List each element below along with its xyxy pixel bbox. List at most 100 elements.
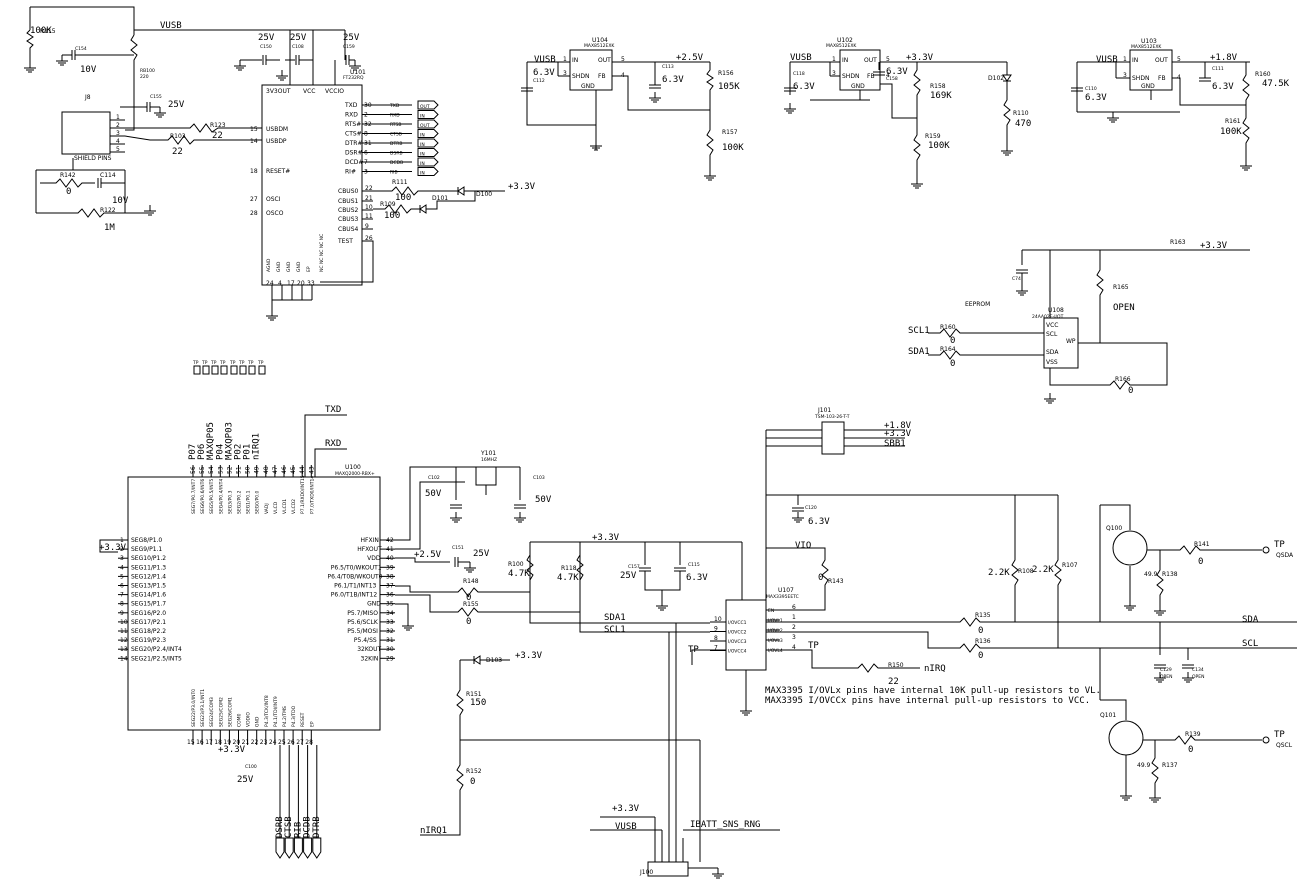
svg-text:FB: FB [598, 73, 606, 80]
u101-port-flag-label: IN [420, 142, 425, 148]
u100-pin-number: 35 [386, 601, 394, 608]
c112-value: 6.3V [533, 68, 555, 78]
u100-bottom-net: CTSB [284, 816, 294, 838]
svg-text:GND: GND [276, 261, 282, 272]
r148-ref: R148 [463, 578, 479, 585]
u100-pin-name: P5.5/MOSI [347, 628, 378, 635]
svg-text:2: 2 [116, 122, 120, 129]
u100-pin-number: 11 [120, 628, 128, 635]
u107-pin-number: 9 [714, 626, 718, 633]
u100-net-label: P02 [234, 444, 244, 460]
r164-ref: R164 [940, 346, 956, 353]
net-v33-j101: +3.3V [884, 429, 912, 439]
u100-pin-name: VDDIO [246, 712, 252, 727]
u100-net-label: P01 [243, 444, 253, 460]
test-point-label: TP [219, 360, 226, 366]
u100-pin-name: HFXOUT [357, 546, 382, 553]
u101-pin-number: 7 [364, 159, 368, 166]
u107-pin-number: 8 [714, 635, 718, 642]
svg-text:NC NC NC NC NC: NC NC NC NC NC [319, 234, 325, 272]
r123-value: 22 [212, 131, 223, 141]
usb-section: 12 345 3V3OUT VCC VCCI [23, 6, 374, 321]
r110-ref: R110 [1013, 110, 1029, 117]
c108-ref: C108 [292, 44, 304, 50]
r160-value: 47.5K [1262, 79, 1290, 89]
u100-pin-name: GND [255, 716, 261, 727]
u101-port-flag-label: OUT [420, 104, 430, 110]
u101-net-label: DCDB [390, 160, 403, 166]
r109-ref: R109 [380, 201, 396, 208]
svg-text:VCC: VCC [1046, 322, 1058, 329]
svg-text:27: 27 [250, 196, 258, 203]
u100-pin-name: SEG6/P0.6/INT6 [200, 479, 206, 514]
svg-text:VCCIO: VCCIO [325, 88, 344, 95]
u100-pin-number: 47 [272, 466, 279, 474]
net-txd: TXD [325, 405, 341, 415]
j8-ref: J8 [84, 94, 91, 101]
c74-ref: C74 [1012, 276, 1021, 282]
net-ibatt: IBATT_SNS_RNG [690, 820, 760, 830]
net-v33-eeprom: +3.3V [1200, 241, 1228, 251]
svg-text:FB: FB [867, 73, 875, 80]
u100-pin-name: SEG7/P0.7/INT7 [191, 479, 197, 514]
u107-pin-name: I/OVL3 [768, 638, 783, 644]
u100-pin-number: 44 [299, 466, 306, 474]
r138-value: 49.9 [1144, 571, 1158, 578]
u101-port-flag [417, 129, 439, 138]
u101-cbus-number: 21 [365, 195, 373, 202]
u101-port-flag [417, 110, 439, 119]
u100-right-pins: 42HFXIN41HFXOUT40VDD39P6.5/T0/WKOUT138P6… [328, 537, 395, 662]
r166-value: 0 [1128, 386, 1133, 396]
u100-pin-name: SEG23/P3.1/INT1 [200, 689, 206, 727]
note-ovl: MAX3395 I/OVLx pins have internal 10K pu… [765, 686, 1101, 696]
j8-value: SHIELD PINS [74, 155, 112, 162]
svg-text:3: 3 [116, 130, 120, 137]
u101-cbus-number: 22 [365, 185, 373, 192]
svg-text:OSCI: OSCI [266, 196, 281, 203]
test-point-label: TP [229, 360, 236, 366]
svg-text:5: 5 [1177, 56, 1181, 63]
q100-section [1099, 504, 1270, 622]
note-ovcc: MAX3395 I/OVCCx pins have internal pull-… [765, 696, 1090, 706]
svg-text:USBDP: USBDP [266, 138, 287, 145]
c151-ref: C151 [452, 545, 464, 551]
svg-text:1: 1 [832, 56, 836, 63]
u100-pin-number: 38 [386, 573, 394, 580]
r150-ref: R150 [888, 662, 904, 669]
u100-pin-number: 2 [120, 546, 124, 553]
r142-ref: R142 [60, 172, 76, 179]
net-v33-u100: +3.3V [99, 543, 127, 553]
u101-port-flag-label: IN [420, 114, 425, 120]
svg-text:1: 1 [1123, 56, 1127, 63]
r100-ref: R100 [508, 561, 524, 568]
u100-pin-name: 32KIN [361, 655, 379, 662]
u100-net-label: MAXQP03 [224, 422, 234, 460]
r111-value: 100 [395, 193, 411, 203]
u101-port-flag [417, 167, 439, 176]
d100-ref: D100 [476, 191, 492, 198]
c100-ref: C100 [245, 764, 257, 770]
i2c-pullups [526, 541, 743, 633]
tp-qsda: TP [1274, 540, 1285, 550]
q101-ref: Q101 [1100, 712, 1116, 719]
u100-pin-number: 49 [254, 466, 261, 474]
u100-pin-name: VLCD [273, 501, 279, 514]
u100-pin-number: 30 [386, 646, 394, 653]
rb100-value: 220 [140, 74, 149, 80]
u100-pin-number: 29 [386, 655, 394, 662]
r165-value: OPEN [1113, 303, 1135, 313]
svg-text:3: 3 [563, 70, 567, 77]
u100-pin-number: 8 [120, 601, 124, 608]
c159-value: 25V [343, 33, 360, 43]
u100-pin-number: 6 [120, 583, 124, 590]
svg-text:SHDN: SHDN [572, 73, 589, 80]
c157-ref: C157 [628, 564, 640, 570]
u100-pin-name: P7.1/RXD0/INT15 [300, 475, 306, 514]
u100-pin-name: P6.4/T0B/WKOUT0 [328, 573, 383, 580]
c118-ref: C118 [793, 71, 805, 77]
c118-value: 6.3V [793, 82, 815, 92]
u101-net-label: RTSB [390, 122, 402, 128]
